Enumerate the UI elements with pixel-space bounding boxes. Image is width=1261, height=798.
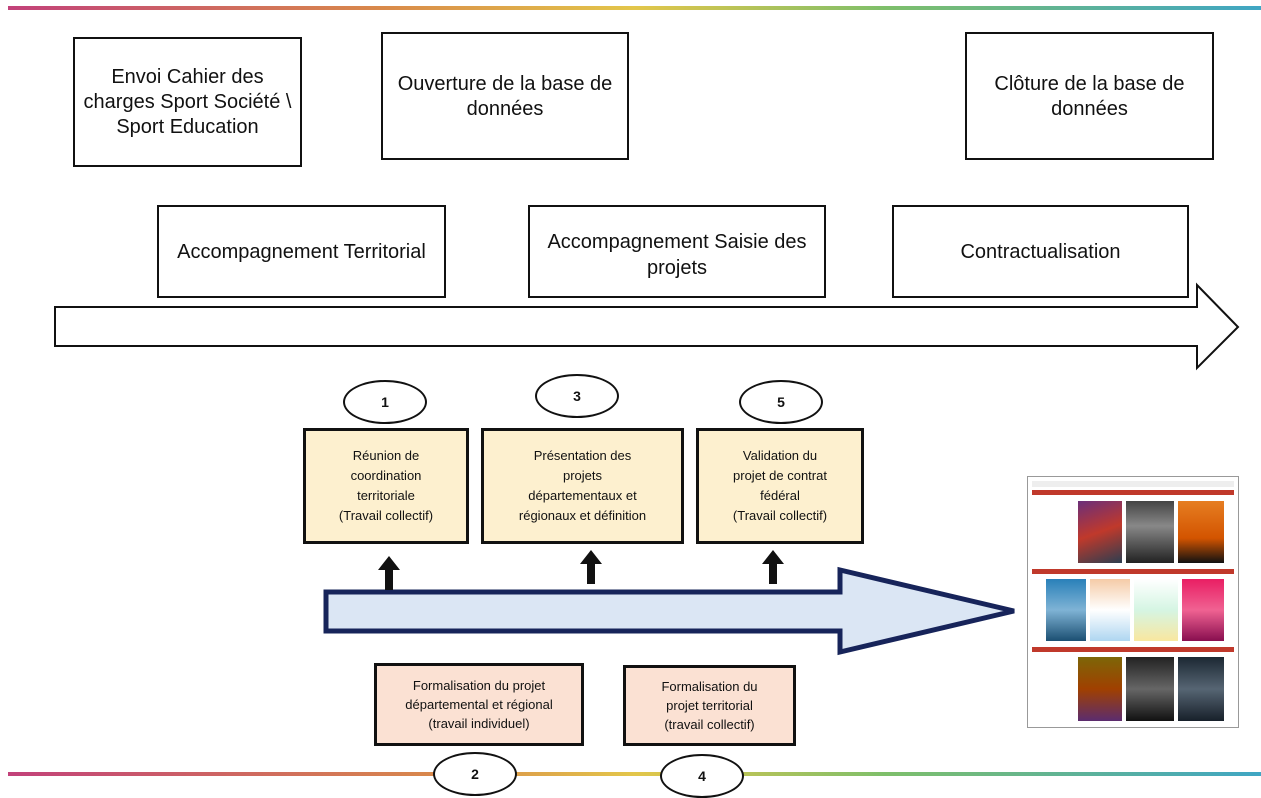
step-text: Réunion de coordination territoriale (Tr… (338, 448, 434, 523)
bottom-gradient-line (8, 772, 1261, 776)
brochure-thumbnail (1126, 657, 1174, 721)
step-number: 3 (573, 388, 581, 404)
step-box-formalisation-territorial: Formalisation du projet territorial (tra… (623, 665, 796, 746)
brochure-thumbnail (1134, 579, 1178, 641)
brochure-thumbnail (1126, 501, 1174, 563)
brochure-thumbnail (1078, 657, 1122, 721)
step-text: Validation du projet de contrat fédéral … (732, 448, 828, 523)
step-text: Formalisation du projet départemental et… (405, 678, 553, 731)
step-number: 5 (777, 394, 785, 410)
step-number-oval-5: 5 (739, 380, 823, 424)
step-box-reunion-coordination: Réunion de coordination territoriale (Tr… (303, 428, 469, 544)
collage-banner (1032, 490, 1234, 495)
step-number-oval-1: 1 (343, 380, 427, 424)
up-arrow-icon (580, 550, 602, 584)
step-number-oval-3: 3 (535, 374, 619, 418)
up-arrow-icon (762, 550, 784, 584)
milestone-text: Ouverture de la base de données (397, 73, 613, 120)
milestone-box-cahier-des-charges: Envoi Cahier des charges Sport Société \… (73, 37, 302, 167)
brochure-thumbnail (1178, 501, 1224, 563)
step-text: Présentation des projets départementaux … (518, 448, 647, 523)
brochure-thumbnail (1046, 579, 1086, 641)
step-number-oval-4: 4 (660, 754, 744, 798)
step-text: Formalisation du projet territorial (tra… (661, 679, 758, 732)
phase-text: Accompagnement Saisie des projets (547, 231, 807, 279)
step-box-validation-contrat: Validation du projet de contrat fédéral … (696, 428, 864, 544)
brochure-thumbnail (1178, 657, 1224, 721)
collage-banner (1032, 569, 1234, 574)
top-gradient-line (8, 6, 1261, 10)
collage-header-bar (1032, 481, 1234, 487)
brochure-thumbnail (1182, 579, 1224, 641)
milestone-text: Clôture de la base de données (994, 73, 1185, 120)
brochure-collage-image (1027, 476, 1239, 728)
phase-box-accompagnement-territorial: Accompagnement Territorial (157, 205, 446, 298)
brochure-thumbnail (1078, 501, 1122, 563)
phase-box-saisie-projets: Accompagnement Saisie des projets (528, 205, 826, 298)
phase-box-contractualisation: Contractualisation (892, 205, 1189, 298)
step-box-formalisation-dept-regional: Formalisation du projet départemental et… (374, 663, 584, 746)
phase-text: Accompagnement Territorial (177, 240, 426, 263)
brochure-thumbnail (1090, 579, 1130, 641)
step-box-presentation-projets: Présentation des projets départementaux … (481, 428, 684, 544)
step-number: 2 (471, 766, 479, 782)
milestone-text: Envoi Cahier des charges Sport Société \… (83, 65, 292, 138)
milestone-box-cloture: Clôture de la base de données (965, 32, 1214, 160)
collage-banner (1032, 647, 1234, 652)
up-arrow-icon (378, 556, 400, 590)
step-number: 1 (381, 394, 389, 410)
milestone-box-ouverture: Ouverture de la base de données (381, 32, 629, 160)
phase-text: Contractualisation (960, 240, 1121, 263)
step-number: 4 (698, 768, 706, 784)
step-number-oval-2: 2 (433, 752, 517, 796)
